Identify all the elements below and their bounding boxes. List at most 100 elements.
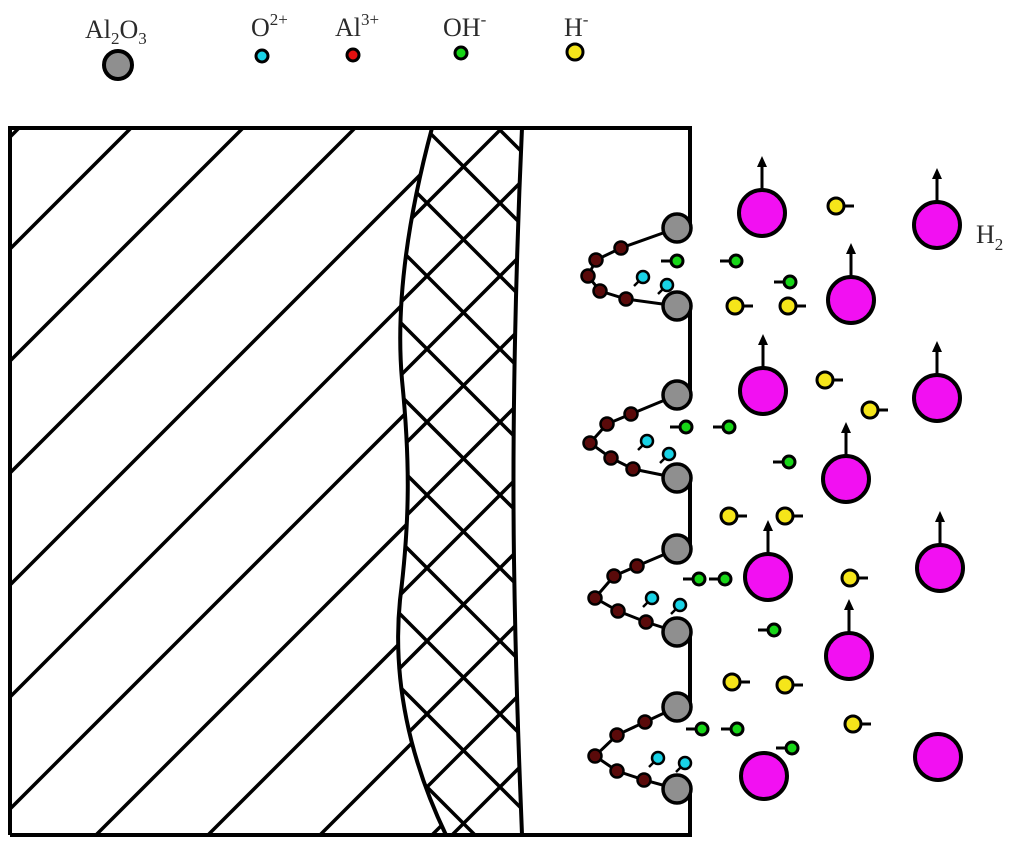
al3-ion-icon: [637, 714, 653, 730]
specimen-frame: [8, 126, 692, 837]
h2-bubble-icon: [743, 552, 793, 602]
legend-o2plus-icon: [254, 48, 270, 64]
oh-ion: [686, 721, 710, 737]
al3-ion-icon: [618, 291, 634, 307]
al3-ion-icon: [609, 727, 625, 743]
oh-ion-icon: [717, 571, 733, 587]
oh-ion: [683, 571, 707, 587]
h-ion: [826, 196, 854, 216]
crosshatch-line: [398, 512, 522, 835]
h-ion: [840, 568, 868, 588]
crosshatch-line: [398, 731, 522, 835]
al2o3-particle-icon: [661, 691, 693, 723]
h2-bubble-icon: [826, 275, 876, 325]
pit-wall: [592, 705, 678, 791]
al3-ion-icon: [623, 406, 639, 422]
o2-ion-icon: [639, 433, 655, 449]
h-ion: [722, 672, 750, 692]
o2-ion-icon: [635, 269, 651, 285]
crosshatch-line: [398, 293, 522, 697]
legend-label: Al2O3: [85, 15, 147, 48]
al3-ion-icon: [629, 558, 645, 574]
hatch-line: [992, 0, 1020, 835]
h-ion-icon: [840, 568, 860, 588]
h-ion: [778, 296, 806, 316]
o2-ion-icon: [650, 750, 666, 766]
al3-ion-icon: [587, 590, 603, 606]
legend-al3plus-icon: [345, 47, 361, 63]
pit-4: [587, 691, 693, 805]
h2-bubble: [743, 520, 793, 602]
h-ion-icon: [826, 196, 846, 216]
ions-group: [661, 196, 888, 756]
h2-bubble-icon: [912, 373, 962, 423]
al3-ion-icon: [613, 240, 629, 256]
h-ion-icon: [775, 506, 795, 526]
h2-bubble: [821, 422, 871, 504]
crosshatch-line: [398, 658, 522, 835]
h-ion-icon: [725, 296, 745, 316]
oh-ion-icon: [694, 721, 710, 737]
legend-al2o3-icon: [102, 49, 134, 81]
h2-bubble: [739, 751, 789, 801]
h-ion: [815, 370, 843, 390]
substrate-boundary-curve: [396, 127, 448, 836]
oh-ion: [773, 454, 797, 470]
al3-ion-icon: [638, 614, 654, 630]
legend-label: OH-: [443, 10, 487, 42]
h-ion: [775, 675, 803, 695]
oh-ion-icon: [691, 571, 707, 587]
oh-ion-icon: [669, 253, 685, 269]
pit-2: [582, 379, 693, 494]
h2-bubble: [737, 156, 787, 238]
legend-item-al3plus: Al3+: [335, 10, 379, 63]
pit-1: [580, 212, 693, 322]
crosshatch-line: [398, 366, 522, 770]
h2-label: H2: [976, 220, 1003, 254]
al3-ion-icon: [587, 748, 603, 764]
h2-bubble-icon: [915, 543, 965, 593]
crosshatch-line: [398, 220, 522, 624]
al2o3-particle-icon: [661, 773, 693, 805]
h2-bubble: [738, 334, 788, 416]
legend-oh--icon: [453, 45, 469, 61]
o2-ion-icon: [659, 277, 675, 293]
hatch-line: [206, 128, 446, 835]
hatch-line: [10, 128, 446, 835]
oh-ion-icon: [728, 253, 744, 269]
h2-bubble: [824, 599, 874, 681]
h-ion: [860, 400, 888, 420]
al3-ion-icon: [625, 461, 641, 477]
h2-bubble-icon: [739, 751, 789, 801]
oh-ion: [709, 571, 733, 587]
hatch-line: [10, 128, 102, 835]
oh-ion-icon: [721, 419, 737, 435]
h-ion-icon: [722, 672, 742, 692]
h2-bubble-icon: [821, 454, 871, 504]
hatch-line: [10, 128, 214, 835]
al2o3-particle-icon: [661, 533, 693, 565]
oh-ion-icon: [781, 454, 797, 470]
h2-bubble-icon: [738, 366, 788, 416]
hatch-line: [10, 128, 446, 835]
frame-outline: [8, 126, 692, 837]
oh-ion-icon: [782, 274, 798, 290]
o2-ion-icon: [661, 446, 677, 462]
hatch-line: [768, 0, 1020, 835]
h2-bubble: [826, 243, 876, 325]
pits-group: [580, 212, 693, 805]
h-ion-icon: [843, 714, 863, 734]
al3-ion-icon: [582, 435, 598, 451]
h2-bubble-icon: [737, 188, 787, 238]
h2-bubble: [915, 511, 965, 593]
hatch-line: [10, 128, 446, 835]
crosshatch-line: [398, 658, 522, 835]
al2o3-particle-icon: [661, 290, 693, 322]
h-ion: [719, 506, 747, 526]
oh-ion: [758, 622, 782, 638]
oh-ion: [713, 419, 737, 435]
oh-ion: [661, 253, 685, 269]
oh-ion-icon: [784, 740, 800, 756]
legend-item-o2plus: O2+: [251, 10, 288, 64]
